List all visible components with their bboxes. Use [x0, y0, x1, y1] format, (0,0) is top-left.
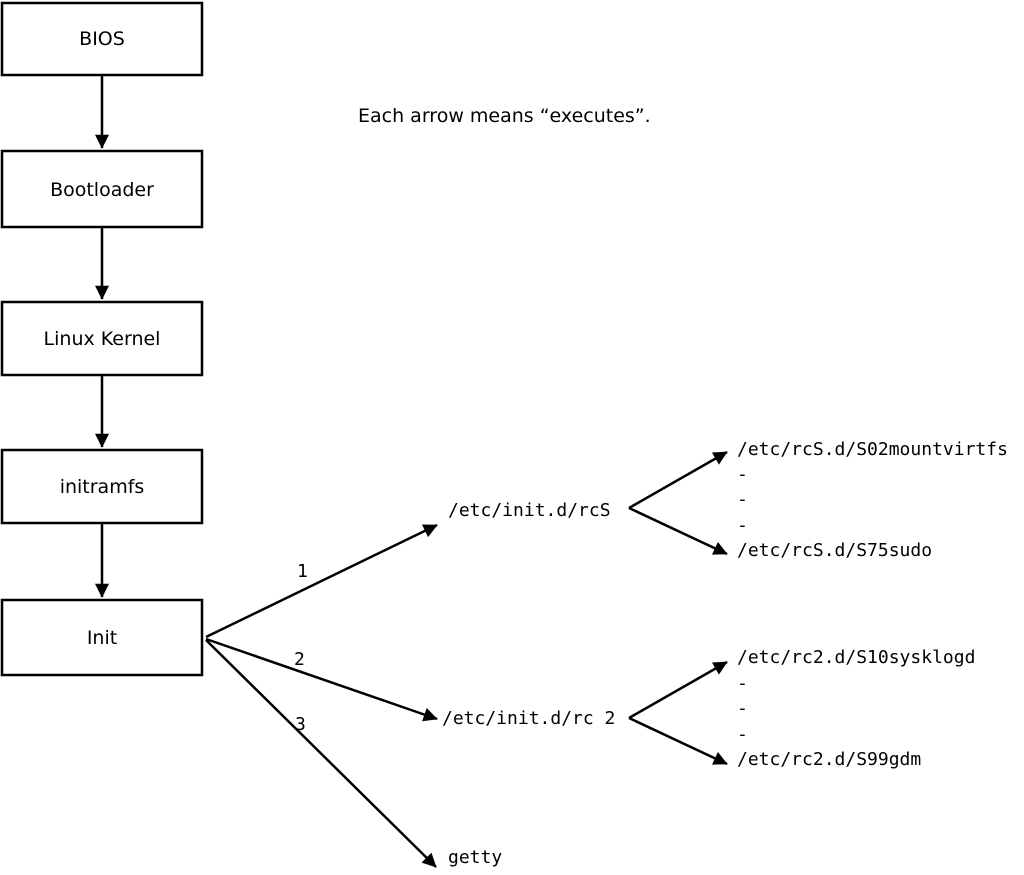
rc2-child-0: /etc/rc2.d/S10sysklogd	[737, 647, 975, 668]
branch-target-getty: getty	[448, 847, 502, 868]
arrow-rc2-to-last	[628, 716, 728, 766]
bios-label: BIOS	[79, 28, 125, 50]
note-text: Each arrow means “executes”.	[358, 105, 651, 127]
arrow-rcs-to-last	[628, 506, 728, 556]
initramfs-box	[0, 448, 204, 525]
rcs-child-4: /etc/rcS.d/S75sudo	[737, 540, 932, 561]
boot-chain: BIOS Bootloader Linux Kernel initramfs I…	[0, 1, 204, 677]
arrow-init-to-getty	[205, 639, 437, 868]
rc2-children: /etc/rc2.d/S10sysklogd - - - /etc/rc2.d/…	[628, 647, 975, 770]
bootloader-label: Bootloader	[50, 179, 154, 201]
rcs-child-2: -	[737, 489, 748, 510]
init-label: Init	[87, 627, 117, 649]
rcs-children: /etc/rcS.d/S02mountvirtfs - - - /etc/rcS…	[628, 439, 1008, 561]
bootloader-box	[0, 149, 204, 229]
arrow-init-to-rc2	[205, 637, 438, 722]
rc2-child-1: -	[737, 673, 748, 694]
rcs-child-1: -	[737, 464, 748, 485]
branch-order-1: 1	[297, 561, 308, 582]
rc2-child-3: -	[737, 724, 748, 745]
arrow-rc2-to-first	[628, 660, 728, 720]
arrow-rcs-to-first	[628, 450, 728, 510]
initramfs-label: initramfs	[60, 476, 145, 498]
branch-target-rc2: /etc/init.d/rc 2	[442, 708, 615, 729]
bios-box	[0, 1, 204, 77]
linux-kernel-label: Linux Kernel	[44, 328, 161, 350]
rcs-child-0: /etc/rcS.d/S02mountvirtfs	[737, 439, 1008, 460]
branch-order-3: 3	[295, 714, 306, 735]
rc2-child-2: -	[737, 698, 748, 719]
init-branches: 1 2 3 /etc/init.d/rcS /etc/init.d/rc 2 g…	[205, 500, 615, 868]
branch-order-2: 2	[294, 649, 305, 670]
init-box	[0, 598, 204, 677]
branch-target-rcs: /etc/init.d/rcS	[448, 500, 611, 521]
arrow-init-to-rcs	[205, 523, 438, 639]
rc2-child-4: /etc/rc2.d/S99gdm	[737, 749, 921, 770]
rcs-child-3: -	[737, 515, 748, 536]
